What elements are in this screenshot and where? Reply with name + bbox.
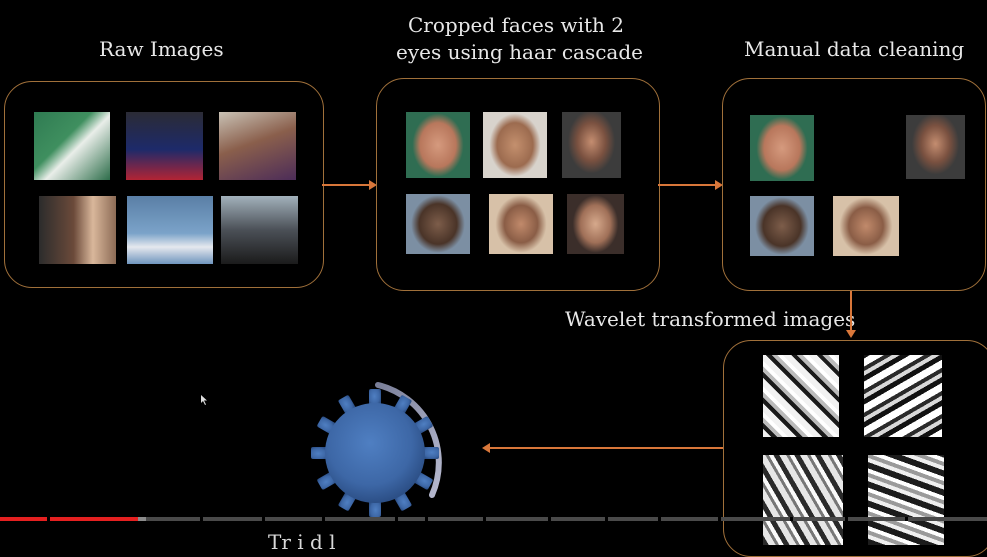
arrow-raw-to-cropped-head [369,180,377,190]
arrow-cleaning-to-wavelet [850,291,852,331]
chapter-gap [425,517,428,521]
chapter-gap [658,517,661,521]
raw-image-tennis-player [34,112,110,180]
cropped-face-5 [489,194,553,254]
chapter-gap [200,517,203,521]
chapter-gap [548,517,551,521]
cropped-faces-label: Cropped faces with 2 eyes using haar cas… [396,13,643,64]
gear-icon [311,382,442,517]
cropped-faces-box [376,78,660,291]
cropped-face-2 [483,112,547,178]
raw-image-tennis-court [127,196,213,264]
raw-images-box [4,81,324,288]
raw-images-label: Raw Images [99,37,224,61]
arrow-cropped-to-cleaning [658,184,716,186]
wavelet-image-1 [763,355,839,437]
raw-image-couple [39,196,116,264]
video-progress-buffer [138,517,146,521]
wavelet-image-3 [763,455,843,545]
raw-image-woman-dark [221,196,298,264]
chapter-gap [605,517,608,521]
video-progress-bar[interactable] [0,517,987,521]
wavelet-label: Wavelet transformed images [565,307,856,331]
wavelet-image-4 [868,455,944,545]
cleaned-face-4 [833,196,899,256]
video-progress-played [0,517,139,521]
cleaned-face-1 [750,115,814,181]
raw-image-two-people [219,112,296,180]
wavelet-image-2 [864,355,942,437]
cropped-face-1 [406,112,470,178]
chapter-gap [790,517,793,521]
cropped-face-3 [562,112,621,178]
bottom-partial-label: Tr i d l [268,530,336,554]
chapter-gap [262,517,265,521]
arrow-wavelet-to-training [490,447,723,449]
mouse-cursor-icon [201,395,207,405]
cleaned-face-2 [906,115,965,179]
arrow-cropped-to-cleaning-head [715,180,723,190]
wavelet-box [723,340,987,557]
arrow-wavelet-to-training-head [482,443,490,453]
cropped-face-6 [567,194,624,254]
manual-cleaning-label: Manual data cleaning [744,37,965,61]
arrow-cleaning-to-wavelet-head [846,330,856,338]
chapter-gap [483,517,486,521]
chapter-gap [905,517,908,521]
chapter-gap [322,517,325,521]
chapter-gap [718,517,721,521]
raw-image-football-player [126,112,203,180]
arrow-raw-to-cropped [322,184,370,186]
cleaned-face-3 [750,196,814,256]
chapter-gap [47,517,50,521]
manual-cleaning-box [722,78,986,291]
cropped-face-4 [406,194,470,254]
chapter-gap [845,517,848,521]
chapter-gap [395,517,398,521]
